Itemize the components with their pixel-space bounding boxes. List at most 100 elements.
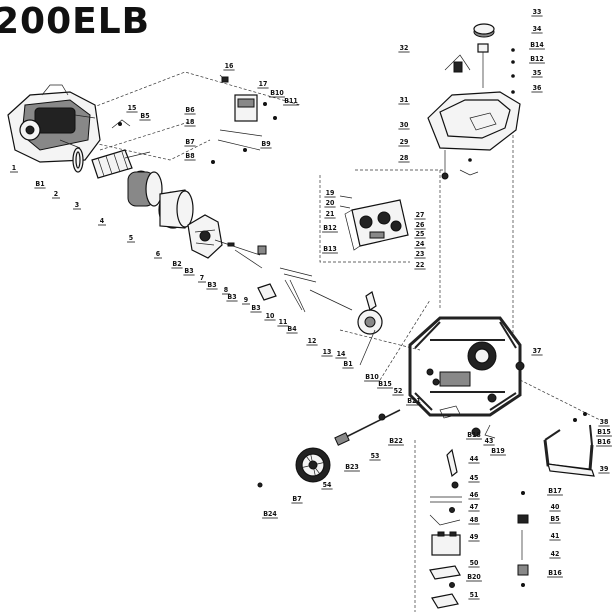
part-label: B14 <box>530 41 544 49</box>
part-label: 23 <box>416 250 425 258</box>
part-label: B15 <box>378 380 392 388</box>
part-label: B3 <box>251 304 260 312</box>
part-label: 25 <box>416 230 425 238</box>
part-label: 15 <box>128 104 137 112</box>
part-label: 3 <box>75 201 79 209</box>
part-label: 12 <box>308 337 317 345</box>
part-label: B2 <box>172 260 181 268</box>
part-label: B3 <box>227 293 236 301</box>
part-label: B20 <box>467 573 481 581</box>
part-label: 44 <box>470 455 479 463</box>
part-label: B17 <box>548 487 562 495</box>
part-label: 54 <box>323 481 332 489</box>
part-label: 50 <box>470 559 479 567</box>
part-label: B16 <box>597 438 611 446</box>
part-label: B11 <box>284 97 298 105</box>
part-label: 32 <box>400 44 409 52</box>
part-label: B8 <box>185 152 194 160</box>
part-label: 35 <box>533 69 542 77</box>
part-label: 40 <box>551 503 560 511</box>
fuel-gauge <box>444 54 471 73</box>
battery-kit <box>429 424 496 609</box>
part-label: 27 <box>416 211 425 219</box>
part-label: B24 <box>263 510 277 518</box>
part-label: 48 <box>470 516 479 524</box>
part-label: 6 <box>156 250 161 258</box>
part-label: 26 <box>416 221 425 229</box>
model-title: 200ELB <box>0 1 151 42</box>
part-label: 18 <box>186 118 195 126</box>
part-label: B12 <box>323 224 337 232</box>
part-label: B5 <box>550 515 559 523</box>
part-label: B18 <box>467 431 481 439</box>
part-label: 30 <box>400 121 409 129</box>
part-label: 19 <box>326 189 335 197</box>
part-label: B7 <box>185 138 194 146</box>
fuel-tank <box>427 48 521 180</box>
end-cover <box>187 214 223 259</box>
part-label: 38 <box>600 418 609 426</box>
part-label: B22 <box>389 437 403 445</box>
part-label: B23 <box>345 463 359 471</box>
engine-assembly <box>7 84 101 163</box>
switch-box <box>211 74 277 164</box>
part-label: 14 <box>337 350 346 358</box>
part-label: B3 <box>184 267 193 275</box>
part-label: B10 <box>270 89 284 97</box>
part-label: 31 <box>400 96 409 104</box>
part-label: B9 <box>261 140 270 148</box>
wheel-assembly <box>257 409 401 488</box>
frame <box>408 316 525 437</box>
part-label: B10 <box>365 373 379 381</box>
handle <box>543 412 595 477</box>
part-label: 8 <box>224 286 228 294</box>
part-label: 1 <box>12 164 16 172</box>
part-label: 36 <box>533 84 542 92</box>
part-label: 45 <box>470 474 479 482</box>
part-label: 43 <box>485 437 494 445</box>
part-label: 2 <box>54 190 58 198</box>
part-label: B1 <box>343 360 352 368</box>
part-label: 37 <box>533 347 542 355</box>
part-label: 13 <box>323 348 332 356</box>
part-label: 20 <box>326 199 335 207</box>
part-label: 22 <box>416 261 425 269</box>
part-label: B16 <box>548 569 562 577</box>
part-label: B15 <box>597 428 611 436</box>
housing <box>158 189 194 229</box>
part-label: 10 <box>266 312 275 320</box>
part-label: 7 <box>200 274 204 282</box>
part-label: 16 <box>225 62 234 70</box>
control-panel <box>339 195 409 251</box>
part-label: 28 <box>400 154 409 162</box>
right-small-parts <box>517 491 529 587</box>
part-label: B12 <box>530 55 544 63</box>
part-label: 21 <box>326 210 335 218</box>
part-label: B13 <box>323 245 337 253</box>
bracket-15 <box>111 119 131 129</box>
fan-ring <box>72 147 84 173</box>
part-label: B19 <box>491 447 505 455</box>
rotor <box>91 149 151 179</box>
part-label: 52 <box>394 387 403 395</box>
part-label: 47 <box>470 503 479 511</box>
part-label: 41 <box>551 532 560 540</box>
small-parts <box>214 239 383 366</box>
part-label: 24 <box>416 240 425 248</box>
part-label: 46 <box>470 491 479 499</box>
part-label: B1 <box>35 180 44 188</box>
part-label: 42 <box>551 550 560 558</box>
part-label: 51 <box>470 591 479 599</box>
part-label: B6 <box>185 106 195 114</box>
part-label: 34 <box>533 25 542 33</box>
part-label: B5 <box>140 112 149 120</box>
part-label: B3 <box>207 281 216 289</box>
part-label: 11 <box>279 318 288 326</box>
part-label: 29 <box>400 138 409 146</box>
part-label: 9 <box>244 296 248 304</box>
part-label: 49 <box>470 533 479 541</box>
fuel-cap <box>473 23 495 88</box>
part-label: 39 <box>600 465 609 473</box>
